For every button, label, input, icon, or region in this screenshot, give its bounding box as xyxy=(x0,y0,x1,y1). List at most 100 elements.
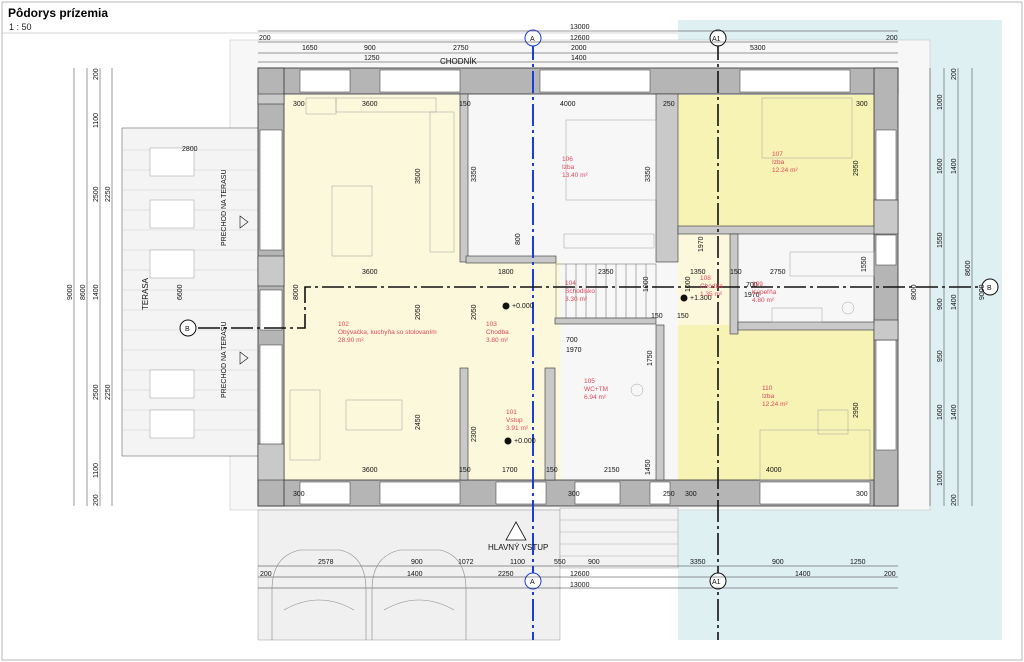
axis-label-a-top: A xyxy=(530,36,535,43)
svg-text:3.91 m²: 3.91 m² xyxy=(506,425,529,432)
dim-bottom: 900 xyxy=(588,559,600,566)
label-chodnik: CHODNÍK xyxy=(440,57,478,66)
dim-left: 2500 xyxy=(93,384,100,400)
dim-top: 5300 xyxy=(750,45,766,52)
room-label-102: 102 Obývačka, kuchyňa so stolovaním 28.9… xyxy=(338,321,437,344)
room-label-101: 101 Vstup 3.91 m² xyxy=(506,409,529,432)
dim-inner: 1350 xyxy=(690,269,706,276)
dim-top: 1650 xyxy=(302,45,318,52)
dim-inner: 300 xyxy=(856,101,868,108)
dim-inner: 150 xyxy=(651,313,663,320)
dim-bottom: 13000 xyxy=(570,582,590,589)
dim-left: 2500 xyxy=(93,186,100,202)
axis-label-a-bottom: A xyxy=(530,579,535,586)
level-mark: +1.300 xyxy=(690,295,712,302)
svg-text:13.40 m²: 13.40 m² xyxy=(562,172,588,179)
dim-inner: 8000 xyxy=(293,284,300,300)
furniture xyxy=(289,97,875,481)
room-label-106: 106 Izba 13.40 m² xyxy=(562,156,588,179)
entrance-steps xyxy=(559,507,679,569)
svg-text:103: 103 xyxy=(486,321,497,328)
dim-bottom: 200 xyxy=(884,571,896,578)
dim-inner: 3500 xyxy=(415,168,422,184)
svg-text:3.80 m²: 3.80 m² xyxy=(486,337,509,344)
room-fill-110 xyxy=(678,325,875,480)
dim-right: 950 xyxy=(937,350,944,362)
dim-right: 1400 xyxy=(951,158,958,174)
dim-inner: 1550 xyxy=(861,256,868,272)
label-terasa: TERASA xyxy=(141,277,150,310)
dim-inner: 3600 xyxy=(362,101,378,108)
dim-inner: 1450 xyxy=(645,459,652,475)
terrace xyxy=(121,127,271,457)
svg-text:105: 105 xyxy=(584,378,595,385)
svg-text:Chodba: Chodba xyxy=(700,283,723,290)
dim-inner: 2800 xyxy=(182,146,198,153)
dim-left: 1100 xyxy=(93,463,100,478)
room-label-105: 105 WC+TM 6.94 m² xyxy=(584,378,608,401)
dim-inner: 2300 xyxy=(471,426,478,442)
dim-inner: 1700 xyxy=(502,467,518,474)
dim-inner: 8000 xyxy=(911,284,918,300)
dim-inner: 1000 xyxy=(685,276,692,292)
svg-text:12.24 m²: 12.24 m² xyxy=(772,167,798,174)
svg-text:Obývačka, kuchyňa so stolovaní: Obývačka, kuchyňa so stolovaním xyxy=(338,329,437,336)
dim-inner: 700 xyxy=(746,282,758,289)
staircase xyxy=(555,263,657,319)
room-label-110: 110 Izba 12.24 m² xyxy=(762,385,788,408)
svg-text:12.24 m²: 12.24 m² xyxy=(762,401,788,408)
room-fill-107 xyxy=(678,95,875,230)
dim-inner: 250 xyxy=(663,101,675,108)
svg-text:101: 101 xyxy=(506,409,517,416)
level-marker-icon xyxy=(680,294,688,302)
room-label-109: 109 Kúpeľňa 4.80 m² xyxy=(752,281,777,304)
dim-bottom: 1400 xyxy=(795,571,811,578)
dim-bottom: 900 xyxy=(411,559,423,566)
svg-text:108: 108 xyxy=(700,275,711,282)
dim-bottom: 550 xyxy=(554,559,566,566)
axis-label-a1-top: A1 xyxy=(712,36,721,43)
dim-inner: 150 xyxy=(459,467,471,474)
dim-left: 8600 xyxy=(80,284,87,300)
dim-top: 2750 xyxy=(453,45,469,52)
dim-inner: 300 xyxy=(685,491,697,498)
dim-left: 1400 xyxy=(93,284,100,300)
svg-text:1.35 m²: 1.35 m² xyxy=(700,291,723,298)
dim-top: 12600 xyxy=(570,35,590,42)
inner-walls xyxy=(257,93,899,481)
dim-inner: 1800 xyxy=(498,269,514,276)
dim-left: 2250 xyxy=(105,384,112,400)
label-prechod-1: PRECHOD NA TERASU xyxy=(221,170,228,247)
dim-inner: 2750 xyxy=(770,269,786,276)
dim-inner: 700 xyxy=(566,337,578,344)
dim-inner: 2950 xyxy=(853,160,860,176)
dim-inner: 150 xyxy=(546,467,558,474)
dim-inner: 150 xyxy=(730,269,742,276)
dim-inner: 1970 xyxy=(566,347,582,354)
dim-inner: 2050 xyxy=(471,304,478,320)
svg-text:104: 104 xyxy=(565,280,576,287)
arrow-icon xyxy=(239,351,249,365)
svg-text:WC+TM: WC+TM xyxy=(584,386,608,393)
svg-text:Vstup: Vstup xyxy=(506,417,523,424)
dim-inner: 3350 xyxy=(645,166,652,182)
room-label-107: 107 Izba 12.24 m² xyxy=(772,151,798,174)
dim-right: 200 xyxy=(951,68,958,80)
dim-right: 1550 xyxy=(937,232,944,248)
dim-bottom: 2250 xyxy=(498,571,514,578)
arrow-icon xyxy=(239,215,249,229)
dim-left: 9000 xyxy=(67,284,74,300)
dim-inner: 250 xyxy=(663,491,675,498)
dim-left: 200 xyxy=(93,68,100,80)
svg-text:Izba: Izba xyxy=(762,393,775,400)
dim-right: 1000 xyxy=(937,94,944,110)
dim-inner: 150 xyxy=(677,313,689,320)
dim-right: 1600 xyxy=(937,158,944,174)
dim-left: 200 xyxy=(93,494,100,506)
dim-bottom: 1400 xyxy=(407,571,423,578)
dim-inner: 3600 xyxy=(362,269,378,276)
room-fill-108 xyxy=(678,230,738,325)
dim-right: 9000 xyxy=(979,284,986,300)
room-label-103: 103 Chodba 3.80 m² xyxy=(486,321,509,344)
